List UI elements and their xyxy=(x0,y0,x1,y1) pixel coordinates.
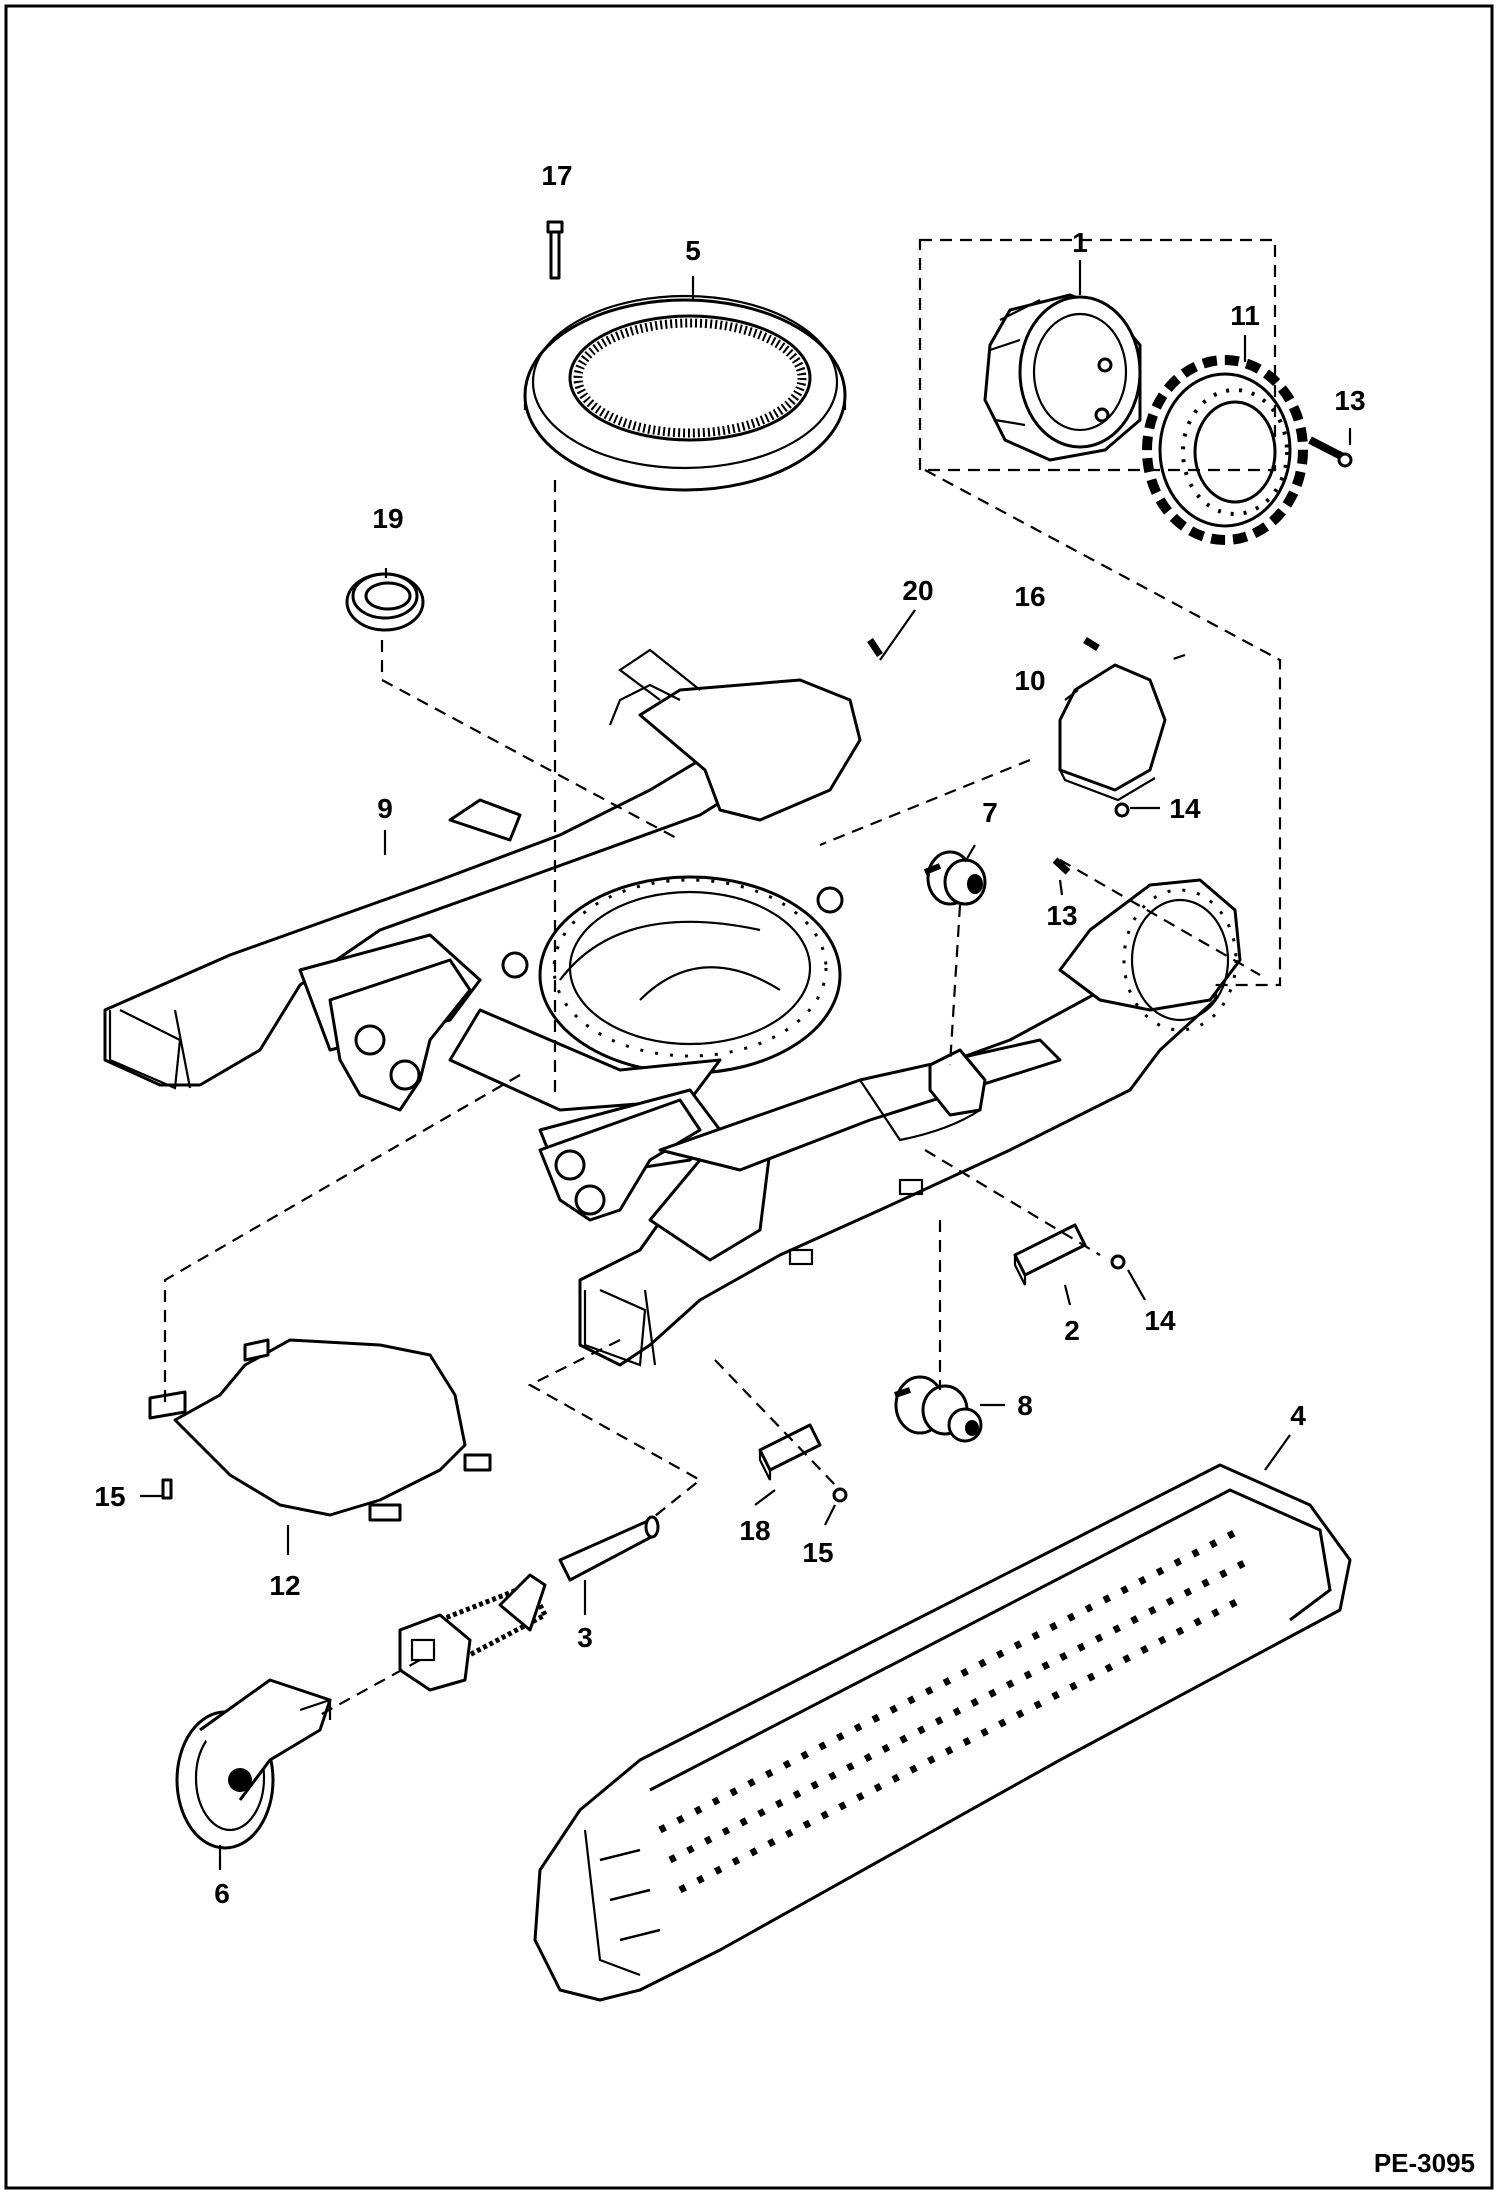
bolt-17 xyxy=(546,220,564,280)
callout-12: 12 xyxy=(269,1570,300,1601)
callout-19: 19 xyxy=(372,503,403,534)
carrier-roller xyxy=(923,850,987,906)
callout-11: 11 xyxy=(1230,300,1260,331)
callout-4: 4 xyxy=(1290,1400,1306,1431)
callout-9: 9 xyxy=(377,793,393,824)
callout-labels: 1 2 3 4 5 6 7 8 9 10 11 12 13 13 14 14 1… xyxy=(94,160,1475,2178)
track-adjuster xyxy=(398,1515,660,1692)
dashed-leaders xyxy=(163,238,1282,1716)
callout-14-top: 14 xyxy=(1169,793,1201,824)
callout-17: 17 xyxy=(541,160,572,191)
callout-2: 2 xyxy=(1064,1315,1080,1346)
callout-10: 10 xyxy=(1014,665,1045,696)
callout-13-top: 13 xyxy=(1334,385,1365,416)
access-cover-2 xyxy=(1013,1223,1087,1286)
rubber-track xyxy=(533,1463,1352,2002)
callout-14-mid: 14 xyxy=(1144,1305,1176,1336)
small-bolts xyxy=(161,637,1130,1503)
callout-15-right: 15 xyxy=(802,1537,833,1568)
track-roller xyxy=(894,1375,983,1443)
access-cover-18 xyxy=(758,1423,822,1481)
undercarriage-frame xyxy=(103,648,1242,1367)
belly-guard-plate xyxy=(148,1338,492,1522)
callout-20: 20 xyxy=(902,575,933,606)
callout-1: 1 xyxy=(1072,227,1088,258)
callout-13-mid: 13 xyxy=(1046,900,1077,931)
callout-8: 8 xyxy=(1017,1390,1033,1421)
motor-cover-plate xyxy=(1058,663,1167,802)
front-idler xyxy=(175,1678,332,1850)
callout-18: 18 xyxy=(739,1515,770,1546)
drive-sprocket xyxy=(1142,355,1308,545)
callout-16: 16 xyxy=(1014,581,1045,612)
swing-bearing-ring xyxy=(523,294,847,492)
callout-5: 5 xyxy=(685,235,701,266)
callout-leaders xyxy=(140,260,1352,1870)
callout-6: 6 xyxy=(214,1878,230,1909)
travel-motor xyxy=(983,293,1142,462)
figure-code: PE-3095 xyxy=(1374,2148,1475,2178)
seal-ring xyxy=(345,572,425,632)
callout-15-left: 15 xyxy=(94,1481,125,1512)
bolt-13-top xyxy=(1308,436,1353,468)
callout-3: 3 xyxy=(577,1622,593,1653)
callout-7: 7 xyxy=(982,797,998,828)
